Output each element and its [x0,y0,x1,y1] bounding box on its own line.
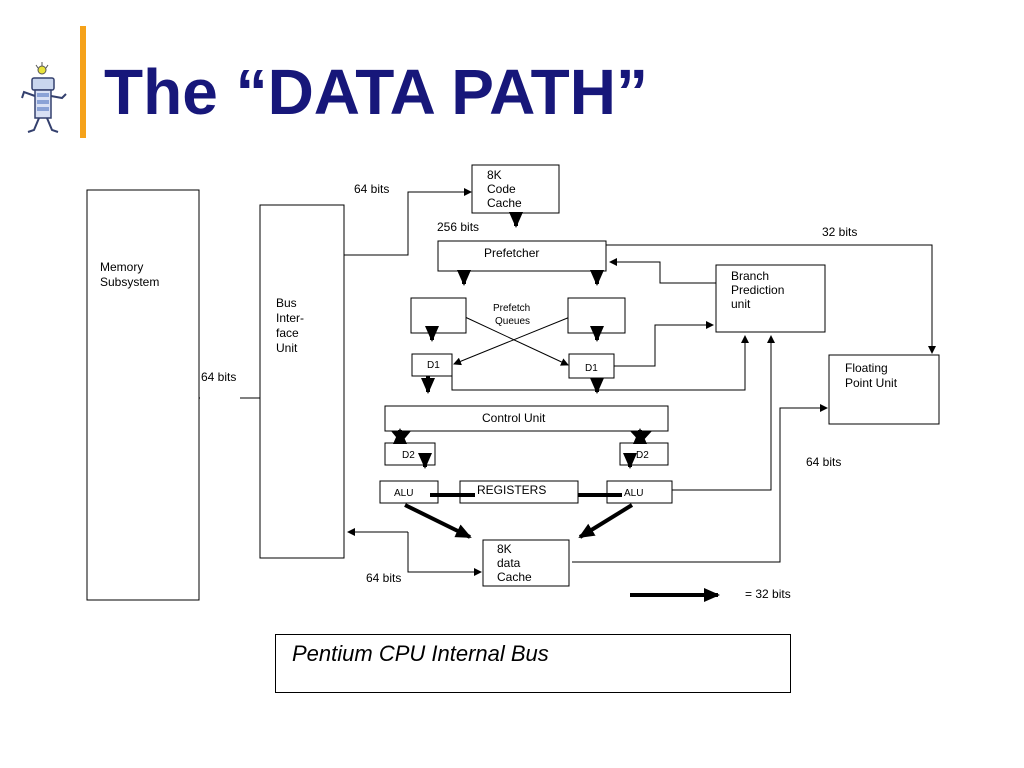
d2-right-label: D2 [636,450,649,461]
alu-right-label: ALU [624,488,643,499]
bits-64-bottom-label: 64 bits [366,571,401,585]
prefetch-queue-right [567,297,626,334]
bus-interface-label: Bus Inter- face Unit [276,296,307,355]
floating-point-label: Floating Point Unit [845,361,898,390]
data-cache-block [482,539,570,587]
code-cache-label: 8K Code Cache [487,168,522,210]
alu-left-label: ALU [394,488,413,499]
bits-256-label: 256 bits [437,220,479,234]
memory-subsystem-label: Memory Subsystem [100,260,159,289]
prefetch-queues-label: Prefetch Queues [493,303,533,327]
branch-prediction-block [715,264,826,333]
caption-box: Pentium CPU Internal Bus [275,634,791,693]
control-unit-block [384,405,669,432]
memory-subsystem-block [86,189,200,601]
floating-point-unit-block [828,354,940,425]
legend-label: = 32 bits [745,587,791,601]
d1-right-label: D1 [585,363,598,374]
d1-left-label: D1 [427,360,440,371]
prefetcher-label: Prefetcher [484,246,539,260]
registers-label: REGISTERS [477,483,546,497]
bits-32-label: 32 bits [822,225,857,239]
caption-text: Pentium CPU Internal Bus [292,641,549,666]
bits-64-left-label: 64 bits [201,370,236,384]
bits-64-right-label: 64 bits [806,455,841,469]
d1-left-block [411,353,453,377]
bits-64-top-label: 64 bits [354,182,389,196]
d1-right-block [568,353,615,379]
robot-mascot-icon [20,60,70,138]
alu-right-block [606,480,673,504]
control-unit-label: Control Unit [482,411,546,425]
code-cache-block [471,164,560,214]
data-cache-label: 8K data Cache [497,542,532,584]
prefetcher-block [437,240,607,272]
slide-title: The “DATA PATH” [104,56,648,128]
bus-interface-unit-block [259,204,345,559]
d2-left-label: D2 [402,450,415,461]
registers-block [459,480,579,504]
prefetch-queue-left [410,297,467,334]
alu-left-block [379,480,439,504]
title-accent-bar [80,26,86,138]
branch-prediction-label: Branch Prediction unit [731,269,788,311]
